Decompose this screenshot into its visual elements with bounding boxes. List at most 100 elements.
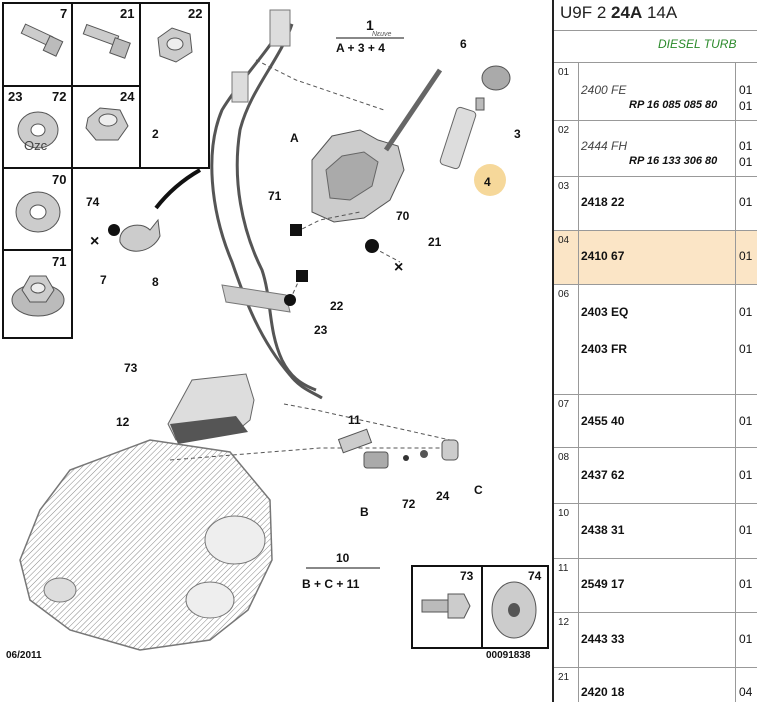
callout-10: 10 <box>336 551 350 565</box>
row-ref: 2410 67 <box>581 249 625 263</box>
callout-24: 24 <box>436 489 450 503</box>
row-qty: 01 <box>739 342 753 356</box>
table-row[interactable]: 03 2418 22 01 <box>554 177 757 230</box>
table-row[interactable]: 08 2437 62 01 <box>554 448 757 503</box>
row-qty: 01 <box>739 195 753 209</box>
part-74-marker <box>108 224 120 236</box>
parts-table: U9F 2 24A 14A DIESEL TURB 01 2400 FE 01 … <box>552 0 757 702</box>
callout-22: 22 <box>330 299 344 313</box>
box-label-24: 24 <box>120 89 135 104</box>
callout-4-marker <box>474 164 506 196</box>
inset-label-74: 74 <box>528 569 542 583</box>
part-21-marker: × <box>394 259 403 276</box>
row-qty: 01 <box>739 632 753 646</box>
engine-label: DIESEL TURB <box>658 37 737 51</box>
row-ref: 2443 33 <box>581 632 625 646</box>
table-row[interactable]: 07 2455 40 01 <box>554 395 757 447</box>
screw-21-icon <box>82 23 131 59</box>
clip-8-icon <box>119 218 161 252</box>
hardware-grid <box>2 2 210 339</box>
box-label-21: 21 <box>120 6 134 21</box>
row-ref: 2403 EQ <box>581 305 629 319</box>
diagram-date: 06/2011 <box>6 650 42 661</box>
table-row[interactable]: 12 2443 33 01 <box>554 613 757 667</box>
gear-lever-housing <box>311 68 443 223</box>
box-label-72: 72 <box>52 89 66 104</box>
row-sub-ref: RP 16 085 085 80 <box>629 99 718 111</box>
callout-73: 73 <box>124 361 138 375</box>
callout-b-c-11: B + C + 11 <box>302 577 360 591</box>
callout-71: 71 <box>268 189 282 203</box>
callout-b: B <box>360 505 369 519</box>
row-qty: 01 <box>739 139 753 153</box>
gearbox-icon <box>19 439 273 651</box>
callout-1-group: 1 Nεuve A + 3 + 4 <box>336 17 404 55</box>
exploded-diagram: 7 21 22 23 72 24 70 71 Ozc 1 Nεuve A + 3… <box>2 2 549 661</box>
part-70-marker <box>365 239 379 253</box>
row-qty: 01 <box>739 523 753 537</box>
row-index: 01 <box>558 67 570 78</box>
callout-23: 23 <box>314 323 328 337</box>
row-qty: 01 <box>739 99 753 113</box>
row-qty: 01 <box>739 414 753 428</box>
bolt-73-icon <box>421 593 471 619</box>
row-index: 08 <box>558 452 570 463</box>
row-index: 11 <box>558 563 569 574</box>
table-row-selected[interactable]: 04 2410 67 01 <box>554 231 757 284</box>
part-23-marker <box>284 294 296 306</box>
shift-cables <box>210 19 323 400</box>
inset-label-73: 73 <box>460 569 474 583</box>
row-qty: 01 <box>739 305 753 319</box>
table-row[interactable]: 21 2420 18 04 <box>554 668 757 702</box>
model-code-prefix: U9F 2 <box>560 3 612 22</box>
row-ref: 2400 FE <box>581 83 627 97</box>
cable-arrow <box>154 168 201 210</box>
callout-8: 8 <box>152 275 159 289</box>
callout-6: 6 <box>460 37 467 51</box>
callout-a34: A + 3 + 4 <box>336 41 385 55</box>
callout-1: 1 <box>366 17 374 33</box>
table-row[interactable]: 01 2400 FE 01 RP 16 085 085 80 01 <box>554 63 757 120</box>
washer-70-icon <box>15 191 61 233</box>
table-row[interactable]: 10 2438 31 01 <box>554 504 757 558</box>
model-code-suffix: 14A <box>642 3 678 22</box>
cable-bracket <box>221 9 291 313</box>
flange-nut-71-icon <box>11 275 65 317</box>
callout-4: 4 <box>484 175 491 189</box>
row-qty: 01 <box>739 83 753 97</box>
boot-4-icon <box>439 97 485 170</box>
model-code-bold: 24A <box>611 3 643 22</box>
inset-box-73-74: 73 74 <box>411 565 549 649</box>
row-index: 07 <box>558 399 570 410</box>
row-index: 12 <box>558 617 570 628</box>
washer-74-icon <box>491 581 537 639</box>
row-ref: 2418 22 <box>581 195 625 209</box>
table-row[interactable]: 06 2403 EQ 01 2403 FR 01 <box>554 285 757 394</box>
callout-7: 7 <box>100 273 107 287</box>
nut-24-icon <box>85 107 129 141</box>
table-row[interactable]: 11 2549 17 01 <box>554 559 757 612</box>
nut-22-icon <box>157 27 193 63</box>
box-label-22: 22 <box>188 6 202 21</box>
row-index: 03 <box>558 181 570 192</box>
selector-parts <box>337 428 459 469</box>
table-header: U9F 2 24A 14A <box>554 0 757 30</box>
bracket-12-icon <box>167 373 255 444</box>
row-ref: 2420 18 <box>581 685 625 699</box>
row-qty: 01 <box>739 155 753 169</box>
row-index: 06 <box>558 289 570 300</box>
row-qty: 01 <box>739 577 753 591</box>
row-sub-ref: RP 16 133 306 80 <box>629 155 718 167</box>
bolt-7-icon <box>20 23 64 57</box>
callout-a: A <box>290 131 299 145</box>
row-ref: 2455 40 <box>581 414 625 428</box>
box-label-70: 70 <box>52 172 66 187</box>
part-71-marker <box>290 224 302 236</box>
row-ref: 2403 FR <box>581 342 628 356</box>
callout-11: 11 <box>348 413 361 427</box>
callout-1-sub: Nεuve <box>372 31 392 38</box>
callout-12: 12 <box>116 415 130 429</box>
callout-c: C <box>474 483 483 497</box>
knob-6-icon <box>481 65 511 91</box>
table-row[interactable]: 02 2444 FH 01 RP 16 133 306 80 01 <box>554 121 757 176</box>
